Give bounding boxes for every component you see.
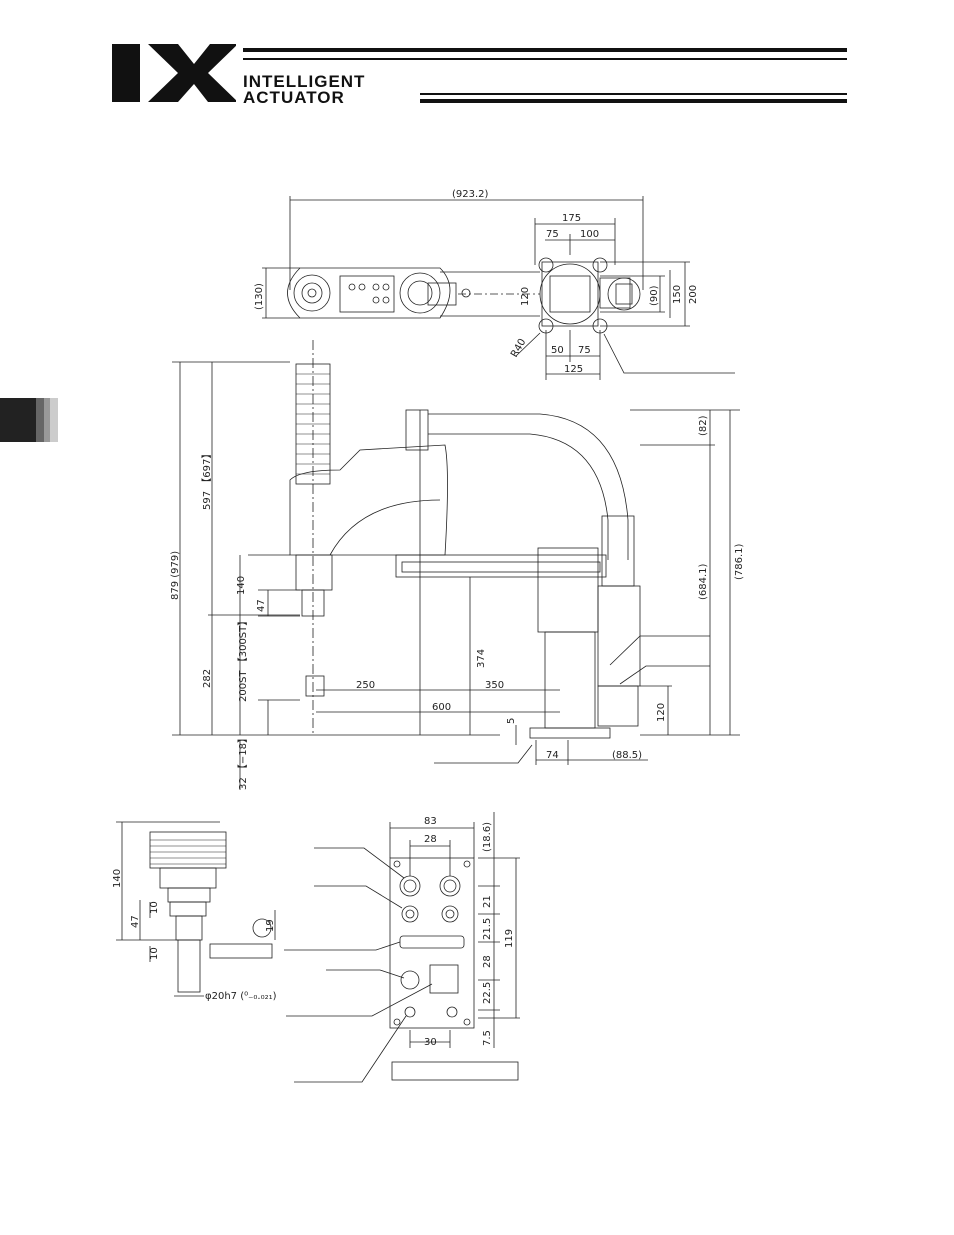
dim-75-bottom: 75 <box>578 345 591 356</box>
dim-140-shaft: 140 <box>112 869 123 888</box>
dim-786: (786.1) <box>734 543 745 580</box>
dim-47-side: 47 <box>256 599 267 612</box>
dim-200: 200 <box>688 285 699 304</box>
dim-82: (82) <box>698 415 709 436</box>
dim-r40: R40 <box>509 337 528 360</box>
dim-125: 125 <box>564 364 583 375</box>
dim-shaft-diameter: φ20h7 (⁰₋₀.₀₂₁) <box>205 991 277 1002</box>
dim-21: 21 <box>482 895 493 908</box>
dim-overall-width: (923.2) <box>452 189 489 200</box>
dim-7-5: 7.5 <box>482 1030 493 1046</box>
dim-19: 19 <box>265 919 276 932</box>
dim-47-shaft: 47 <box>130 915 141 928</box>
dim-684: (684.1) <box>698 563 709 600</box>
dim-600: 600 <box>432 702 451 713</box>
dim-120-top: 120 <box>520 287 531 306</box>
dim-30: 30 <box>424 1037 437 1048</box>
dim-10-a: 10 <box>149 901 160 914</box>
dim-21-5: 21.5 <box>482 918 493 940</box>
dim-28-side: 28 <box>482 955 493 968</box>
dim-10-b: 10 <box>149 947 160 960</box>
dim-140-side: 140 <box>236 576 247 595</box>
dim-88-5: (88.5) <box>612 750 642 761</box>
dim-597: 597 【697】 <box>201 449 213 510</box>
dim-250: 250 <box>356 680 375 691</box>
shaft-detail <box>116 822 275 996</box>
dim-200st: 200ST 【300ST】 <box>237 616 249 702</box>
dim-175: 175 <box>562 213 581 224</box>
dim-50: 50 <box>551 345 564 356</box>
dim-120-side: 120 <box>656 703 667 722</box>
dim-90: (90) <box>649 285 660 306</box>
dim-22-5: 22.5 <box>482 982 493 1004</box>
dim-75-top: 75 <box>546 229 559 240</box>
dim-74: 74 <box>546 750 559 761</box>
dim-100: 100 <box>580 229 599 240</box>
dim-119: 119 <box>504 929 515 948</box>
dim-83: 83 <box>424 816 437 827</box>
dim-18-6: (18.6) <box>482 822 493 852</box>
top-view <box>262 196 735 380</box>
dim-879: 879 (979) <box>170 551 181 600</box>
dim-150: 150 <box>672 285 683 304</box>
dim-5: 5 <box>506 718 517 724</box>
dim-350: 350 <box>485 680 504 691</box>
dim-32: 32 【−18】 <box>237 733 249 790</box>
dim-374: 374 <box>476 649 487 668</box>
dim-28-top: 28 <box>424 834 437 845</box>
dim-282: 282 <box>202 669 213 688</box>
dim-130: (130) <box>254 283 265 310</box>
side-view <box>172 340 740 790</box>
